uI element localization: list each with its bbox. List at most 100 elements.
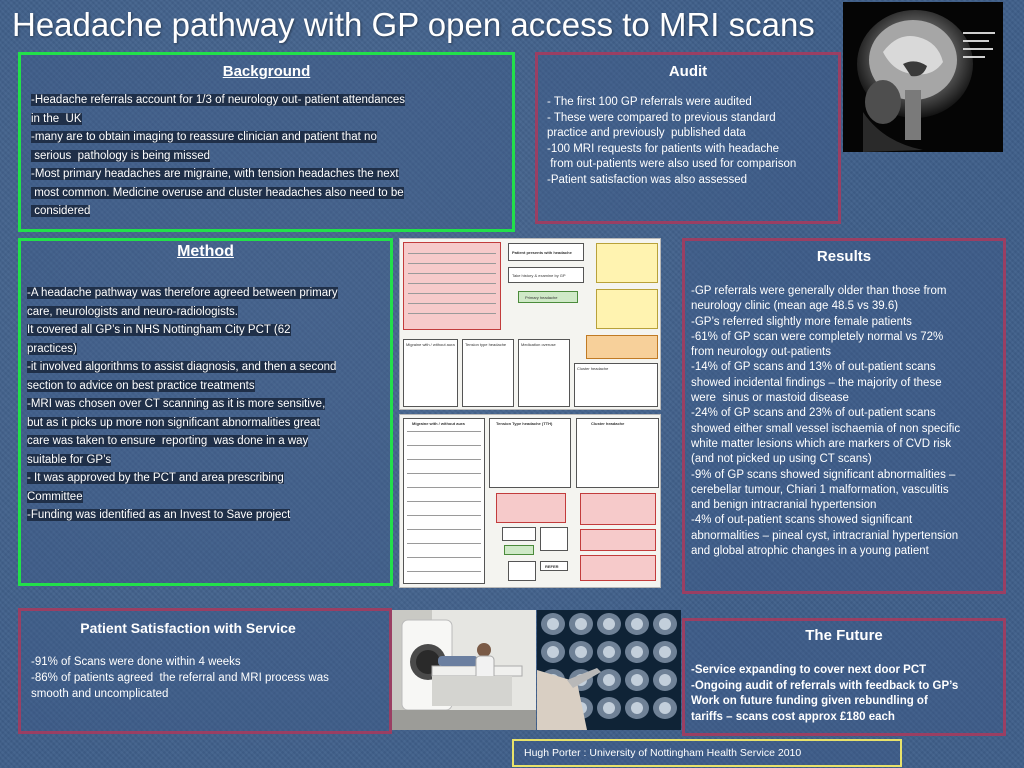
future-line: tariffs – scans cost approx £180 each — [691, 710, 895, 723]
satisfaction-line: smooth and uncomplicated — [31, 688, 169, 700]
audit-line: - The first 100 GP referrals were audite… — [547, 96, 752, 108]
background-line: -Most primary headaches are migraine, wi… — [31, 168, 399, 180]
flowchart-column-label: Migraine with / without aura — [406, 342, 455, 347]
method-line: -Funding was identified as an Invest to … — [27, 509, 291, 521]
satisfaction-title: Patient Satisfaction with Service — [80, 620, 296, 636]
mri-sagittal-image — [843, 2, 1003, 152]
audit-line: - These were compared to previous standa… — [547, 111, 776, 124]
method-panel: Method -A headache pathway was therefore… — [18, 238, 393, 586]
background-line: serious pathology is being missed — [31, 149, 210, 162]
page-title: Headache pathway with GP open access to … — [12, 6, 815, 43]
flowchart-column: Medication overuse — [518, 339, 570, 407]
method-line: practices) — [27, 342, 77, 355]
flowchart-column-label: Cluster headache — [591, 421, 625, 426]
flowchart-history-label: Take history & examine by GP — [512, 273, 566, 278]
background-line: considered — [31, 205, 91, 217]
future-text: -Service expanding to cover next door PC… — [685, 646, 1003, 725]
results-text: -GP referrals were generally older than … — [685, 267, 1003, 559]
flowchart-refer-box: REFER — [540, 561, 568, 571]
results-line: cerebellar tumour, Chiari 1 malformation… — [691, 483, 949, 496]
flowchart-red-box — [580, 529, 656, 551]
results-line: showed incidental findings – the majorit… — [691, 376, 942, 389]
flowchart-side-box — [586, 335, 658, 359]
audit-text: - The first 100 GP referrals were audite… — [538, 82, 838, 188]
flowchart-refer-label: REFER — [545, 564, 559, 569]
audit-title: Audit — [668, 63, 708, 80]
method-line: care, neurologists and neuro-radiologist… — [27, 305, 238, 318]
results-line: and global atrophic changes in a young p… — [691, 545, 929, 558]
mri-machine-photo — [392, 610, 536, 730]
flowchart-column-label: Medication overuse — [521, 342, 556, 347]
results-panel: Results -GP referrals were generally old… — [682, 238, 1006, 594]
method-line: but as it picks up more non significant … — [27, 416, 320, 429]
flowchart-step-box — [508, 561, 536, 581]
satisfaction-line: -91% of Scans were done within 4 weeks — [31, 656, 241, 668]
flowchart-side-box — [596, 243, 658, 283]
results-title: Results — [816, 248, 872, 265]
flowchart-column: Tension type headache — [462, 339, 514, 407]
results-line: -4% of out-patient scans showed signific… — [691, 514, 913, 527]
flowchart-step-box — [540, 527, 568, 551]
flowchart-start-label: Patient presents with headache — [512, 250, 572, 255]
satisfaction-text: -91% of Scans were done within 4 weeks -… — [21, 638, 389, 702]
flowchart-red-box — [580, 555, 656, 581]
audit-line: -100 MRI requests for patients with head… — [547, 142, 780, 155]
flowchart-primary-box: Primary headache — [518, 291, 578, 303]
flowchart-red-flags-box — [403, 242, 501, 330]
audit-panel: Audit - The first 100 GP referrals were … — [535, 52, 841, 224]
flowchart-column: Migraine with / without aura — [403, 339, 458, 407]
background-line: -Headache referrals account for 1/3 of n… — [31, 94, 405, 106]
future-title: The Future — [805, 627, 883, 644]
results-line: -GP’s referred slightly more female pati… — [691, 315, 912, 328]
credit-panel: Hugh Porter : University of Nottingham H… — [512, 739, 902, 767]
method-title: Method — [177, 243, 234, 260]
audit-line: -Patient satisfaction was also assessed — [547, 173, 748, 186]
pathway-flowchart-bottom: Migraine with / without aura Tension Typ… — [399, 414, 661, 588]
flowchart-column: Tension Type headache (TTH) — [489, 418, 571, 488]
results-line: abnormalities – pineal cyst, intracrania… — [691, 529, 959, 542]
satisfaction-panel: Patient Satisfaction with Service -91% o… — [18, 608, 392, 734]
results-line: were sinus or mastoid disease — [691, 392, 849, 405]
flowchart-step-box — [504, 545, 534, 555]
method-line: It covered all GP’s in NHS Nottingham Ci… — [27, 324, 291, 336]
method-line: -MRI was chosen over CT scanning as it i… — [27, 398, 326, 410]
method-line: -A headache pathway was therefore agreed… — [27, 287, 338, 299]
flowchart-red-box — [496, 493, 566, 523]
background-title: Background — [222, 63, 311, 80]
audit-line: from out-patients were also used for com… — [547, 158, 797, 170]
method-line: - It was approved by the PCT and area pr… — [27, 472, 284, 484]
results-line: -24% of GP scans and 23% of out-patient … — [691, 407, 936, 420]
method-line: Committee — [27, 490, 83, 503]
flowchart-column-label: Tension type headache — [465, 342, 507, 347]
future-line: -Ongoing audit of referrals with feedbac… — [691, 679, 959, 692]
results-line: -61% of GP scan were completely normal v… — [691, 330, 944, 343]
results-line: neurology clinic (mean age 48.5 vs 39.6) — [691, 300, 899, 313]
flowchart-column-label: Migraine with / without aura — [412, 421, 465, 426]
audit-line: practice and previously published data — [547, 127, 746, 139]
background-line: in the UK — [31, 112, 82, 125]
results-line: from neurology out-patients — [691, 346, 831, 359]
flowchart-column: Cluster headache — [574, 363, 658, 407]
background-line: most common. Medicine overuse and cluste… — [31, 186, 404, 199]
flowchart-step-box — [502, 527, 536, 541]
pathway-flowchart-top: Patient presents with headache Take hist… — [399, 238, 661, 410]
method-line: suitable for GP’s — [27, 453, 112, 466]
background-line: -many are to obtain imaging to reassure … — [31, 131, 377, 143]
results-line: (and not picked up using CT scans) — [691, 453, 872, 466]
future-line: Work on future funding given rebundling … — [691, 695, 928, 707]
results-line: and benign intracranial hypertension — [691, 499, 877, 512]
flowchart-start-box: Patient presents with headache — [508, 243, 584, 261]
flowchart-history-box: Take history & examine by GP — [508, 267, 584, 283]
flowchart-column-label: Tension Type headache (TTH) — [496, 421, 553, 426]
flowchart-column: Cluster headache — [576, 418, 659, 488]
method-line: care was taken to ensure reporting was d… — [27, 435, 309, 447]
future-line: -Service expanding to cover next door PC… — [691, 664, 927, 676]
results-line: -14% of GP scans and 13% of out-patient … — [691, 361, 936, 374]
flowchart-red-box — [580, 493, 656, 525]
background-panel: Background -Headache referrals account f… — [18, 52, 515, 232]
flowchart-side-box — [596, 289, 658, 329]
satisfaction-line: -86% of patients agreed the referral and… — [31, 672, 329, 684]
results-line: white matter lesions which are markers o… — [691, 437, 952, 450]
future-panel: The Future -Service expanding to cover n… — [682, 618, 1006, 736]
flowchart-primary-label: Primary headache — [525, 295, 558, 300]
